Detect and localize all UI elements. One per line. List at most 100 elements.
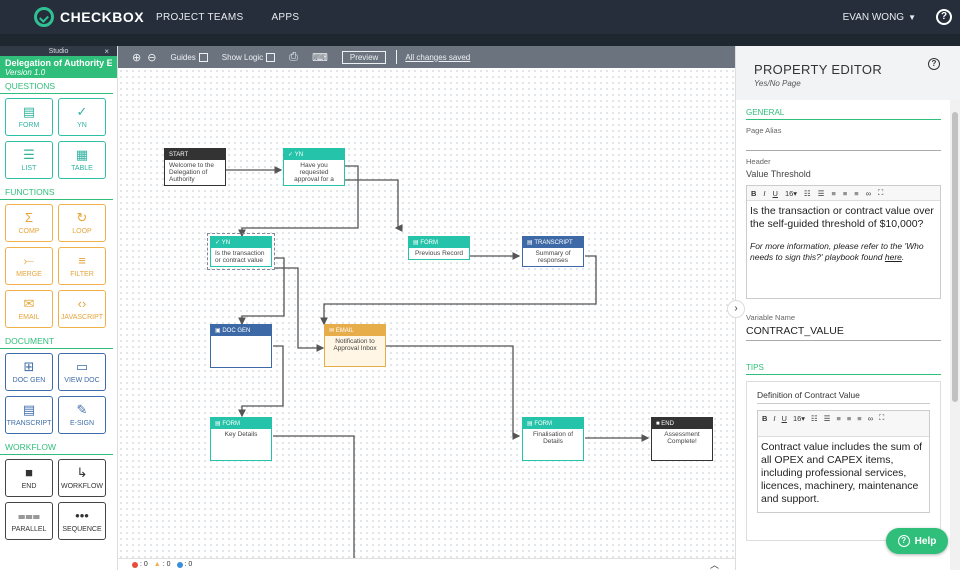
link-icon[interactable]: ∞	[865, 188, 872, 198]
align-center-icon[interactable]: ≡	[842, 188, 848, 198]
chevron-up-icon[interactable]: ︿	[709, 560, 719, 570]
tile-yn[interactable]: ✓YN	[58, 98, 106, 136]
node-end[interactable]: ■ END Assessment Complete!	[651, 417, 713, 461]
chevron-right-icon[interactable]: ›	[727, 300, 745, 318]
nav-project-teams[interactable]: PROJECT TEAMS	[156, 11, 244, 23]
node-text: Assessment Complete!	[664, 431, 700, 445]
node-text: Welcome to the Delegation of Authority	[169, 162, 215, 183]
sequence-icon: •••	[75, 508, 89, 523]
tile-e-sign[interactable]: ✎E-SIGN	[58, 396, 106, 434]
guides-toggle[interactable]: Guides	[170, 52, 208, 62]
help-icon[interactable]: ?	[936, 9, 952, 25]
help-icon[interactable]: ?	[928, 58, 940, 70]
ordered-list-icon[interactable]: ☷	[804, 188, 811, 198]
list-icon: ☰	[23, 147, 35, 162]
print-icon[interactable]: ⎙	[289, 50, 298, 63]
connector	[238, 345, 284, 418]
help-button[interactable]: ?Help	[886, 528, 948, 554]
nav-apps[interactable]: APPS	[271, 11, 300, 23]
tile-workflow[interactable]: ↳WORKFLOW	[58, 459, 106, 497]
link-icon[interactable]: ∞	[867, 413, 874, 423]
tip-editor-content[interactable]: Contract value includes the sum of all O…	[761, 441, 923, 505]
table-icon: ▦	[75, 147, 89, 162]
align-left-icon[interactable]: ≡	[831, 188, 836, 198]
warning-icon: ▲	[153, 561, 161, 568]
scrollbar-thumb[interactable]	[952, 112, 958, 402]
node-header: ▣ DOC GEN	[211, 325, 271, 336]
merge-icon: ⤚	[23, 253, 35, 268]
checkbox-logo[interactable]: CHECKBOX	[34, 7, 146, 27]
save-status[interactable]: All changes saved	[405, 52, 471, 62]
tip-title-input[interactable]: Definition of Contract Value	[757, 390, 930, 404]
user-menu[interactable]: EVAN WONG ▼	[843, 0, 916, 34]
align-left-icon[interactable]: ≡	[836, 413, 841, 423]
node-form-key-details[interactable]: ▤ FORM Key Details	[210, 417, 272, 461]
align-right-icon[interactable]: ≡	[857, 413, 862, 423]
node-form-finalisation[interactable]: ▤ FORM Finalisation of Details	[522, 417, 584, 461]
node-form-previous[interactable]: ▤ FORM Previous Record	[408, 236, 470, 260]
node-email[interactable]: ✉ EMAIL Notification to Approval Inbox	[324, 324, 386, 367]
align-right-icon[interactable]: ≡	[854, 188, 859, 198]
scrollbar[interactable]	[950, 100, 960, 570]
node-yn-approval[interactable]: ✓ YN Have you requested approval for a	[283, 148, 345, 186]
envelope-icon: ✉	[23, 296, 35, 311]
tile-table[interactable]: ▦TABLE	[58, 141, 106, 179]
fullscreen-icon[interactable]: ⛶	[879, 413, 885, 422]
show-logic-toggle[interactable]: Show Logic	[222, 52, 276, 62]
fullscreen-icon[interactable]: ⛶	[878, 188, 884, 197]
tile-transcript[interactable]: ▤TRANSCRIPT	[5, 396, 53, 434]
align-center-icon[interactable]: ≡	[846, 413, 852, 423]
node-yn-value[interactable]: ✓ YN Is the transaction or contract valu…	[207, 233, 275, 270]
variable-name-label: Variable Name	[746, 313, 796, 322]
node-transcript[interactable]: ▤ TRANSCRIPT Summary of responses	[522, 236, 584, 267]
bullet-list-icon[interactable]: ☰	[817, 188, 825, 198]
tile-view-doc[interactable]: ▭VIEW DOC	[58, 353, 106, 391]
node-start[interactable]: START Welcome to the Delegation of Autho…	[164, 148, 226, 186]
node-type: FORM	[420, 239, 439, 246]
top-bar: CHECKBOX PROJECT TEAMS APPS EVAN WONG ▼ …	[0, 0, 960, 34]
tile-email[interactable]: ✉EMAIL	[5, 290, 53, 328]
page-alias-label: Page Alias	[746, 126, 782, 135]
bullet-list-icon[interactable]: ☰	[823, 413, 831, 423]
node-header: ▤ TRANSCRIPT	[523, 237, 583, 248]
italic-icon[interactable]: I	[773, 413, 776, 423]
note-link[interactable]: here	[884, 252, 902, 262]
italic-icon[interactable]: I	[763, 188, 766, 198]
question-editor-content[interactable]: Is the transaction or contract value ove…	[747, 201, 940, 298]
underline-icon[interactable]: U	[772, 188, 778, 198]
error-count: : 0	[140, 561, 148, 568]
tile-end[interactable]: ■END	[5, 459, 53, 497]
tile-filter[interactable]: ≡FILTER	[58, 247, 106, 285]
zoom-out-icon[interactable]: ⊖	[147, 51, 157, 64]
studio-tab[interactable]: Studio ×	[0, 46, 117, 56]
preview-button[interactable]: Preview	[341, 50, 387, 64]
close-icon[interactable]: ×	[104, 46, 109, 56]
page-alias-input[interactable]	[746, 135, 941, 151]
ordered-list-icon[interactable]: ☷	[811, 413, 818, 423]
tile-list[interactable]: ☰LIST	[5, 141, 53, 179]
sigma-icon: Σ	[24, 210, 34, 225]
bold-icon[interactable]: B	[762, 413, 768, 423]
tile-loop[interactable]: ↻LOOP	[58, 204, 106, 242]
variable-name-input[interactable]: CONTRACT_VALUE	[746, 322, 941, 341]
tile-sequence[interactable]: •••SEQUENCE	[58, 502, 106, 540]
logo-icon	[34, 7, 54, 27]
tile-merge[interactable]: ⤚MERGE	[5, 247, 53, 285]
tile-parallel[interactable]: ⩶PARALLEL	[5, 502, 53, 540]
element-palette: Studio × Delegation of Authority Ex... V…	[0, 46, 118, 570]
bold-icon[interactable]: B	[751, 188, 757, 198]
tile-doc-gen[interactable]: ⊞DOC GEN	[5, 353, 53, 391]
tile-form[interactable]: ▤FORM	[5, 98, 53, 136]
header-input[interactable]: Value Threshold	[746, 169, 811, 179]
underline-icon[interactable]: U	[781, 413, 787, 423]
font-size-select[interactable]: 16▾	[784, 188, 798, 198]
zoom-in-icon[interactable]: ⊕	[132, 51, 142, 64]
flow-canvas[interactable]: START Welcome to the Delegation of Autho…	[118, 68, 735, 558]
connector	[238, 165, 359, 238]
font-size-select[interactable]: 16▾	[792, 413, 806, 423]
keyboard-icon[interactable]: ⌨	[311, 51, 328, 64]
node-doc-gen[interactable]: ▣ DOC GEN	[210, 324, 272, 368]
connector	[320, 255, 597, 326]
tile-javascript[interactable]: ‹›JAVASCRIPT	[58, 290, 106, 328]
